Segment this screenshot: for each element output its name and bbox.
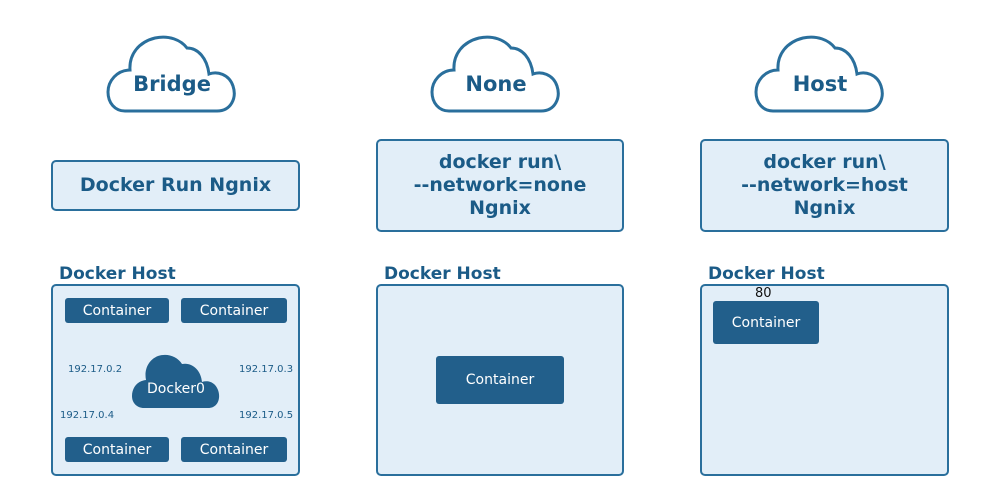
none-cloud-icon [430, 35, 560, 113]
host-title: Host [792, 72, 848, 96]
none-host-title: Docker Host [384, 264, 501, 284]
bridge-host-title: Docker Host [59, 264, 176, 284]
none-title: None [465, 72, 527, 96]
host-port-label: 80 [755, 286, 772, 301]
host-command-line-3: Ngnix [793, 197, 856, 219]
bridge-command-line: Docker Run Ngnix [79, 174, 272, 196]
host-cloud-icon [754, 35, 884, 113]
none-command-box: docker run\ --network=none Ngnix [376, 139, 624, 232]
bridge-container-4: Container [181, 437, 287, 462]
ip-label-2: 192.17.0.3 [239, 364, 294, 375]
none-command-line-3: Ngnix [469, 197, 531, 219]
host-container: Container [713, 301, 819, 344]
ip-label-3: 192.17.0.4 [60, 410, 115, 421]
none-container: Container [436, 356, 564, 404]
host-command-line-1: docker run\ [763, 151, 886, 173]
docker0-cloud-icon [132, 354, 220, 408]
host-host-title: Docker Host [708, 264, 825, 284]
host-command-box: docker run\ --network=host Ngnix [700, 139, 949, 232]
bridge-command-box: Docker Run Ngnix [51, 160, 300, 211]
ip-label-1: 192.17.0.2 [68, 364, 123, 375]
ip-label-4: 192.17.0.5 [239, 410, 294, 421]
docker0-label: Docker0 [147, 381, 205, 397]
bridge-title: Bridge [133, 72, 211, 96]
bridge-container-3: Container [65, 437, 169, 462]
bridge-cloud-icon [106, 35, 236, 113]
host-command-line-2: --network=host [741, 174, 908, 196]
none-command-line-2: --network=none [413, 174, 587, 196]
none-command-line-1: docker run\ [438, 151, 562, 173]
bridge-container-2: Container [181, 298, 287, 323]
bridge-container-1: Container [65, 298, 169, 323]
